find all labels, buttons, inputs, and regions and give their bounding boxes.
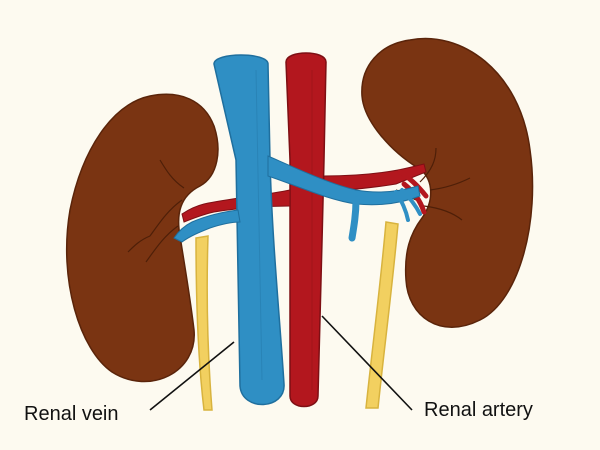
left-kidney xyxy=(65,93,219,383)
right-kidney xyxy=(361,37,534,328)
vena-cava xyxy=(213,54,285,406)
left-ureter xyxy=(195,235,213,411)
right-renal-vein-branch xyxy=(267,155,421,206)
renal-artery-label: Renal artery xyxy=(424,399,533,421)
right-ureter xyxy=(365,221,399,409)
renal-vein-label: Renal vein xyxy=(24,403,119,425)
aorta xyxy=(285,52,327,408)
renal-vein-leader-line xyxy=(149,341,235,411)
renal-artery-leader-line xyxy=(321,315,413,411)
left-renal-vein-branch xyxy=(173,209,241,243)
